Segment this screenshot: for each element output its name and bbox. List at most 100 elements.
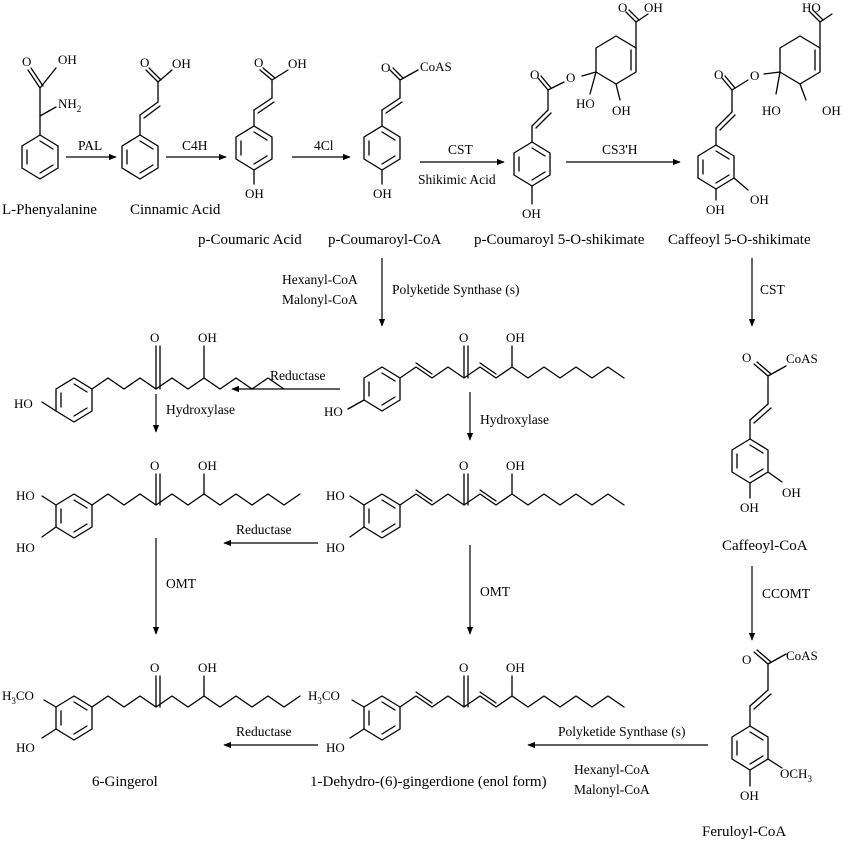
label-p-coumaric-acid: p-Coumaric Acid bbox=[198, 232, 302, 248]
structure-l-phenylalanine: O OH NH2 bbox=[21, 52, 81, 180]
cosubstrate-malonyl-coa-2: Malonyl-CoA bbox=[574, 782, 650, 797]
structure-p-coumaroyl-shikimate: O O O OH HO OH OH bbox=[513, 0, 663, 221]
atom-oh: OH bbox=[506, 458, 525, 473]
atom-oh: OH bbox=[782, 485, 801, 500]
label-p-coumaroyl-shikimate: p-Coumaroyl 5-O-shikimate bbox=[474, 232, 645, 248]
enzyme-4cl: 4Cl bbox=[314, 138, 334, 153]
atom-o: O bbox=[750, 68, 759, 83]
enzyme-cst: CST bbox=[448, 142, 474, 157]
label-6-gingerol: 6-Gingerol bbox=[92, 774, 158, 790]
atom-ho: HO bbox=[16, 540, 35, 555]
cosubstrate-shikimic-acid: Shikimic Acid bbox=[418, 172, 496, 187]
enzyme-hydroxylase-1: Hydroxylase bbox=[166, 402, 235, 417]
label-p-coumaroyl-coa: p-Coumaroyl-CoA bbox=[328, 232, 441, 248]
structure-caffeoyl-coa: O CoAS OH OH bbox=[731, 350, 818, 515]
structure-coumaroyl-enol: O OH HO bbox=[324, 330, 625, 419]
enzyme-hydroxylase-2: Hydroxylase bbox=[480, 412, 549, 427]
atom-o: O bbox=[381, 60, 390, 75]
enzyme-c4h: C4H bbox=[182, 138, 208, 153]
atom-oh: OH bbox=[506, 660, 525, 675]
atom-o: O bbox=[714, 67, 723, 82]
enzyme-reductase-2: Reductase bbox=[236, 522, 291, 537]
atom-ho: HO bbox=[326, 740, 345, 755]
atom-coas: CoAS bbox=[786, 351, 818, 366]
structure-cinnamic-acid: O OH bbox=[121, 55, 191, 180]
cosubstrate-hexanyl-coa: Hexanyl-CoA bbox=[282, 272, 358, 287]
cosubstrate-hexanyl-coa-2: Hexanyl-CoA bbox=[574, 762, 650, 777]
atom-ho: HO bbox=[14, 396, 33, 411]
atom-coas: CoAS bbox=[786, 648, 818, 663]
atom-oh: OH bbox=[288, 56, 307, 71]
structure-catechol-enol: O OH HO HO bbox=[326, 458, 625, 555]
enzyme-polyketide-synthase: Polyketide Synthase (s) bbox=[392, 282, 520, 297]
atom-oh: OH bbox=[822, 103, 841, 118]
structure-catechol-reduced: O OH HO HO bbox=[16, 458, 301, 555]
atom-o: O bbox=[459, 660, 468, 675]
atom-ho: HO bbox=[326, 540, 345, 555]
atom-oh: OH bbox=[198, 458, 217, 473]
atom-oh: OH bbox=[706, 202, 725, 217]
structure-dehydro-gingerdione: O OH H3CO HO bbox=[308, 660, 625, 755]
label-dehydro-gingerdione: 1-Dehydro-(6)-gingerdione (enol form) bbox=[310, 774, 547, 790]
atom-o: O bbox=[742, 350, 751, 365]
structure-caffeoyl-shikimate: O O HO HO OH OH OH bbox=[697, 0, 841, 217]
enzyme-pal: PAL bbox=[78, 138, 102, 153]
enzyme-reductase-1: Reductase bbox=[270, 368, 325, 383]
atom-oh: OH bbox=[750, 192, 769, 207]
atom-oh: OH bbox=[245, 186, 264, 201]
label-l-phenylalanine: L-Phenyalanine bbox=[2, 202, 97, 218]
label-caffeoyl-shikimate: Caffeoyl 5-O-shikimate bbox=[668, 232, 811, 248]
atom-oh: OH bbox=[522, 206, 541, 221]
atom-ho: HO bbox=[16, 488, 35, 503]
atom-oh: OH bbox=[506, 330, 525, 345]
atom-o: O bbox=[150, 458, 159, 473]
atom-ho: HO bbox=[576, 96, 595, 111]
enzyme-omt-1: OMT bbox=[166, 576, 197, 591]
atom-ho: HO bbox=[762, 103, 781, 118]
atom-ho: HO bbox=[326, 488, 345, 503]
atom-o: O bbox=[530, 67, 539, 82]
atom-o: O bbox=[742, 652, 751, 667]
structure-hydroxyphenyl-reduced: O OH HO bbox=[14, 330, 285, 423]
atom-o: O bbox=[618, 0, 627, 15]
structure-feruloyl-coa: O CoAS OCH3 OH bbox=[731, 648, 818, 803]
atom-oh: OH bbox=[740, 788, 759, 803]
atom-oh: OH bbox=[172, 56, 191, 71]
atom-o: O bbox=[150, 330, 159, 345]
atom-oh: OH bbox=[740, 500, 759, 515]
atom-coas: CoAS bbox=[420, 59, 452, 74]
atom-oh: OH bbox=[644, 0, 663, 15]
atom-oh: OH bbox=[198, 660, 217, 675]
atom-och3: OCH3 bbox=[780, 766, 812, 784]
atom-ho: HO bbox=[16, 740, 35, 755]
atom-o: O bbox=[459, 458, 468, 473]
atom-oh: OH bbox=[58, 52, 77, 67]
atom-o: O bbox=[140, 55, 149, 70]
structure-6-gingerol: O OH H3CO HO bbox=[2, 660, 301, 755]
atom-ho: HO bbox=[324, 404, 343, 419]
atom-o: O bbox=[22, 54, 31, 69]
atom-h3co: H3CO bbox=[2, 688, 34, 706]
label-caffeoyl-coa: Caffeoyl-CoA bbox=[722, 538, 808, 554]
label-feruloyl-coa: Feruloyl-CoA bbox=[702, 824, 786, 840]
enzyme-polyketide-synthase-2: Polyketide Synthase (s) bbox=[558, 724, 686, 739]
enzyme-ccomt: CCOMT bbox=[762, 586, 811, 601]
enzyme-cst2: CST bbox=[760, 282, 786, 297]
atom-h3co: H3CO bbox=[308, 688, 340, 706]
atom-oh: OH bbox=[373, 186, 392, 201]
atom-o: O bbox=[459, 330, 468, 345]
atom-o: O bbox=[150, 660, 159, 675]
enzyme-omt-2: OMT bbox=[480, 584, 511, 599]
atom-o: O bbox=[254, 55, 263, 70]
label-cinnamic-acid: Cinnamic Acid bbox=[130, 202, 221, 218]
atom-oh: OH bbox=[198, 330, 217, 345]
enzyme-reductase-3: Reductase bbox=[236, 724, 291, 739]
cosubstrate-malonyl-coa: Malonyl-CoA bbox=[282, 292, 358, 307]
structure-p-coumaric-acid: O OH OH bbox=[235, 55, 307, 201]
atom-nh2: NH2 bbox=[58, 96, 81, 114]
enzyme-cs3h: CS3'H bbox=[602, 142, 638, 157]
atom-ho: HO bbox=[802, 0, 821, 15]
atom-oh: OH bbox=[612, 103, 631, 118]
